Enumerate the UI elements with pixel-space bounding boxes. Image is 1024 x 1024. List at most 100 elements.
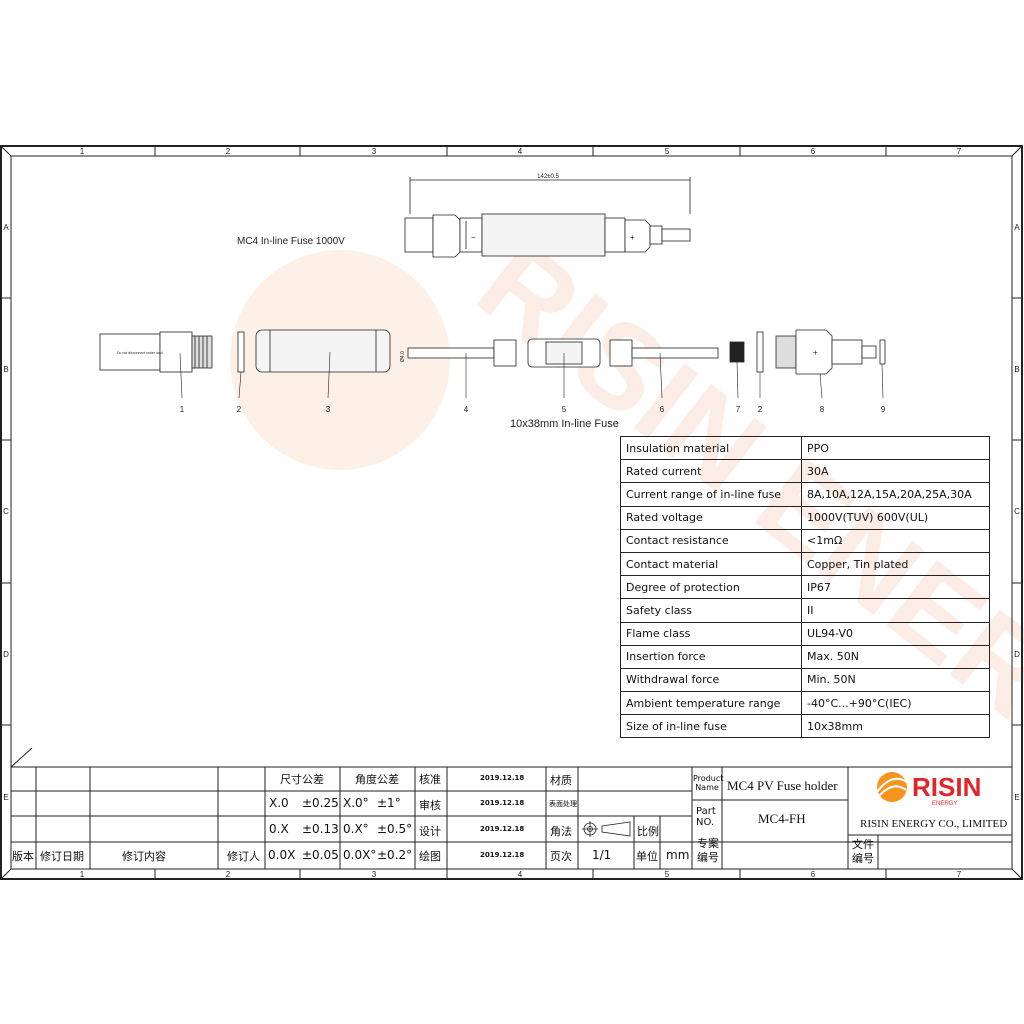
- spec-key: Rated current: [620, 459, 802, 484]
- page-label: 页次: [550, 850, 572, 863]
- spec-row: Contact resistance<1mΩ: [620, 528, 990, 553]
- part-number-label: 4: [464, 405, 469, 414]
- part-4-cable: [407, 347, 495, 359]
- spec-value: 8A,10A,12A,15A,20A,25A,30A: [801, 482, 990, 507]
- size-tol-row-3: 0.0X ±0.05: [268, 848, 339, 862]
- svg-text:+: +: [630, 233, 635, 242]
- inner-frame: [10, 155, 1013, 870]
- size-value: X.0: [269, 796, 289, 810]
- spec-key: Flame class: [620, 621, 802, 646]
- spec-value: -40°C...+90°C(IEC): [801, 691, 990, 716]
- angle-tol-row-2: 0.X°±0.5°: [343, 822, 412, 836]
- col-label: 5: [665, 147, 670, 156]
- row-label: A: [1014, 223, 1020, 232]
- spec-key: Insulation material: [620, 435, 802, 461]
- spec-value: UL94-V0: [801, 621, 990, 646]
- part-2-seal-b: [756, 331, 764, 373]
- col-label: 6: [811, 870, 816, 879]
- part-8-male-connector: [775, 335, 797, 369]
- spec-key: Safety class: [620, 598, 802, 623]
- row-label: B: [3, 365, 8, 374]
- spec-row: Ambient temperature range-40°C...+90°C(I…: [620, 691, 990, 716]
- part-number-label: 8: [820, 405, 825, 414]
- angle-tol-row-3: 0.0X°±0.2°: [343, 848, 412, 862]
- spec-key: Current range of in-line fuse: [620, 482, 802, 507]
- part-number-label: 9: [881, 405, 886, 414]
- col-label: 3: [372, 147, 377, 156]
- unit-label: 单位: [636, 850, 658, 863]
- product-name-label: Product Name: [693, 774, 724, 792]
- svg-text:+: +: [813, 348, 818, 357]
- spec-value: IP67: [801, 575, 990, 600]
- row-label: B: [1014, 365, 1019, 374]
- projection-label: 角法: [550, 825, 572, 838]
- spec-key: Insertion force: [620, 644, 802, 669]
- part-3-fuse-housing: [255, 329, 391, 373]
- scale-label: 比例: [637, 825, 659, 838]
- unit-value: mm: [666, 848, 690, 862]
- sign-date: 2019.12.18: [480, 851, 525, 859]
- part-9-pin: [879, 339, 886, 365]
- sign-date: 2019.12.18: [480, 774, 525, 782]
- size-tol-row-1: X.0 ±0.25: [269, 796, 339, 810]
- row-label: A: [3, 223, 9, 232]
- col-label: 7: [957, 147, 962, 156]
- surface-label: 表面处理: [549, 800, 577, 808]
- angle-tol-row-1: X.0° ±1°: [343, 796, 401, 810]
- angle-value: X.0°: [343, 796, 369, 810]
- part-number-label: 5: [562, 405, 567, 414]
- size-value: 0.0X: [268, 848, 296, 862]
- part-number-label: 3: [326, 405, 331, 414]
- part-1-female-connector: [99, 333, 161, 371]
- part-no-label: Part NO.: [696, 806, 716, 828]
- size-tolerance: ±0.25: [302, 796, 339, 810]
- part-number-label: 6: [660, 405, 665, 414]
- size-value: 0.X: [269, 822, 289, 836]
- angle-tolerance-label: 角度公差: [355, 773, 399, 786]
- product-name: MC4 PV Fuse holder: [727, 778, 838, 793]
- fuse-caption: 10x38mm In-line Fuse: [510, 418, 619, 430]
- part-number-label: 7: [736, 405, 741, 414]
- part-2-seal: [237, 331, 245, 373]
- sign-role: 核准: [419, 773, 441, 786]
- connector-warning-text: Do not disconnect under load: [117, 351, 163, 355]
- spec-value: Max. 50N: [801, 644, 990, 669]
- spec-key: Contact resistance: [620, 528, 802, 553]
- row-label: C: [1014, 507, 1020, 516]
- rev-header-date: 修订日期: [40, 850, 84, 863]
- diameter-dimension: Ø4.0: [400, 351, 406, 362]
- angle-tolerance: ±0.5°: [377, 822, 413, 836]
- row-label: D: [1014, 650, 1020, 659]
- sign-role: 绘图: [419, 850, 441, 863]
- size-tolerance-label: 尺寸公差: [280, 773, 324, 786]
- spec-value: 1000V(TUV) 600V(UL): [801, 505, 990, 530]
- sign-date: 2019.12.18: [480, 825, 525, 833]
- spec-value: PPO: [801, 435, 990, 461]
- sign-role: 设计: [419, 825, 441, 838]
- spec-value: 10x38mm: [801, 714, 990, 739]
- part-6-cable: [609, 339, 633, 367]
- col-label: 1: [80, 870, 85, 879]
- size-tol-row-2: 0.X±0.13: [269, 822, 339, 836]
- spec-value: 30A: [801, 459, 990, 484]
- col-label: 4: [518, 147, 523, 156]
- title-block-grid: [10, 747, 1012, 869]
- angle-tolerance: ±0.2°: [377, 848, 413, 862]
- size-tolerance: ±0.05: [302, 848, 339, 862]
- spec-value: Copper, Tin plated: [801, 551, 990, 577]
- angle-tolerance: ±1°: [377, 796, 401, 810]
- row-label: C: [3, 507, 9, 516]
- col-label: 2: [226, 870, 231, 879]
- col-label: 1: [80, 147, 85, 156]
- sign-date: 2019.12.18: [480, 799, 525, 807]
- spec-value: Min. 50N: [801, 667, 990, 693]
- part-number-label: 2: [237, 405, 242, 414]
- risin-logo: RISIN ENERGY: [876, 772, 981, 807]
- spec-key: Ambient temperature range: [620, 691, 802, 716]
